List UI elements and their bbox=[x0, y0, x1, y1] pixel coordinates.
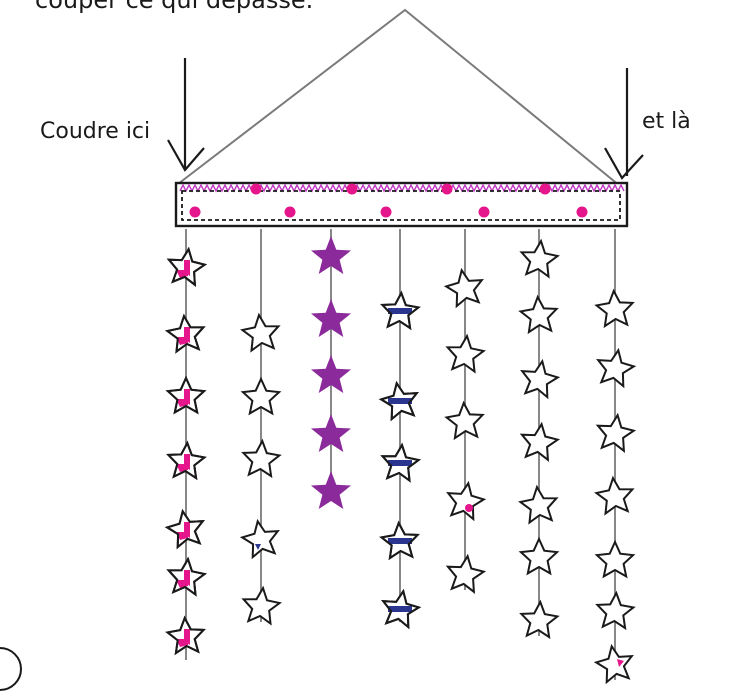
cut-instruction-label: couper ce qui dépasse. bbox=[35, 0, 313, 14]
star-icon bbox=[379, 520, 420, 561]
star-icon bbox=[518, 294, 559, 335]
hanging-bar bbox=[174, 181, 629, 228]
strand-7 bbox=[593, 229, 637, 685]
star-icon bbox=[311, 299, 351, 337]
bar-dot bbox=[576, 206, 588, 218]
hanging-string bbox=[177, 8, 621, 187]
bar-dot bbox=[250, 183, 262, 195]
star-icon bbox=[241, 438, 282, 479]
sewing-line bbox=[181, 190, 621, 221]
bar-dot bbox=[539, 183, 551, 195]
star-icon bbox=[596, 347, 637, 389]
star-icon bbox=[241, 585, 282, 626]
star-icon bbox=[445, 333, 486, 374]
star-icon bbox=[444, 400, 485, 441]
star-icon bbox=[593, 643, 634, 685]
star-icon bbox=[311, 355, 351, 393]
bar-dot bbox=[380, 206, 392, 218]
star-icon bbox=[518, 484, 559, 525]
star-icon bbox=[445, 553, 487, 594]
down-arrow-icon bbox=[604, 68, 644, 180]
star-icon bbox=[164, 508, 205, 550]
strand-4 bbox=[378, 229, 422, 630]
star-icon bbox=[595, 412, 637, 453]
star-icon bbox=[239, 518, 280, 560]
star-icon bbox=[380, 290, 421, 331]
star-icon bbox=[594, 539, 636, 579]
star-icon bbox=[519, 599, 560, 640]
star-icon bbox=[443, 267, 484, 309]
and-there-label: et là bbox=[642, 109, 691, 134]
strand-6 bbox=[518, 229, 561, 640]
star-icon bbox=[166, 440, 207, 481]
bar-dots bbox=[189, 183, 588, 218]
star-icon bbox=[165, 615, 206, 656]
star-icon bbox=[381, 588, 422, 630]
sew-here-label: Coudre ici bbox=[40, 119, 150, 144]
star-icon bbox=[311, 236, 351, 274]
strand-3 bbox=[311, 229, 351, 509]
bar-dot bbox=[441, 183, 453, 195]
star-icon bbox=[165, 313, 206, 354]
star-icon bbox=[380, 442, 421, 483]
star-icon bbox=[446, 480, 487, 522]
strand-1 bbox=[164, 229, 208, 660]
bar-dot bbox=[284, 206, 296, 218]
star-icon bbox=[518, 536, 560, 576]
star-icon bbox=[519, 238, 560, 279]
star-icon bbox=[311, 414, 351, 452]
star-icon bbox=[240, 376, 282, 416]
star-icon bbox=[594, 475, 635, 516]
star-icon bbox=[595, 590, 636, 631]
strand-5 bbox=[443, 229, 487, 594]
star-icon bbox=[311, 471, 351, 509]
star-icon bbox=[520, 358, 561, 400]
bar-dot bbox=[189, 206, 201, 218]
strands-group bbox=[164, 229, 637, 685]
star-icon bbox=[165, 375, 207, 415]
star-icon bbox=[166, 556, 207, 597]
star-icon bbox=[519, 421, 561, 462]
cropped-shape bbox=[0, 647, 22, 691]
star-icon bbox=[240, 312, 281, 353]
bar-dot bbox=[478, 206, 490, 218]
star-icon bbox=[166, 246, 208, 287]
star-icon bbox=[594, 288, 635, 329]
bar-dot bbox=[346, 183, 358, 195]
down-arrow-icon bbox=[167, 58, 205, 172]
strand-2 bbox=[239, 229, 282, 626]
star-icon bbox=[378, 380, 419, 422]
